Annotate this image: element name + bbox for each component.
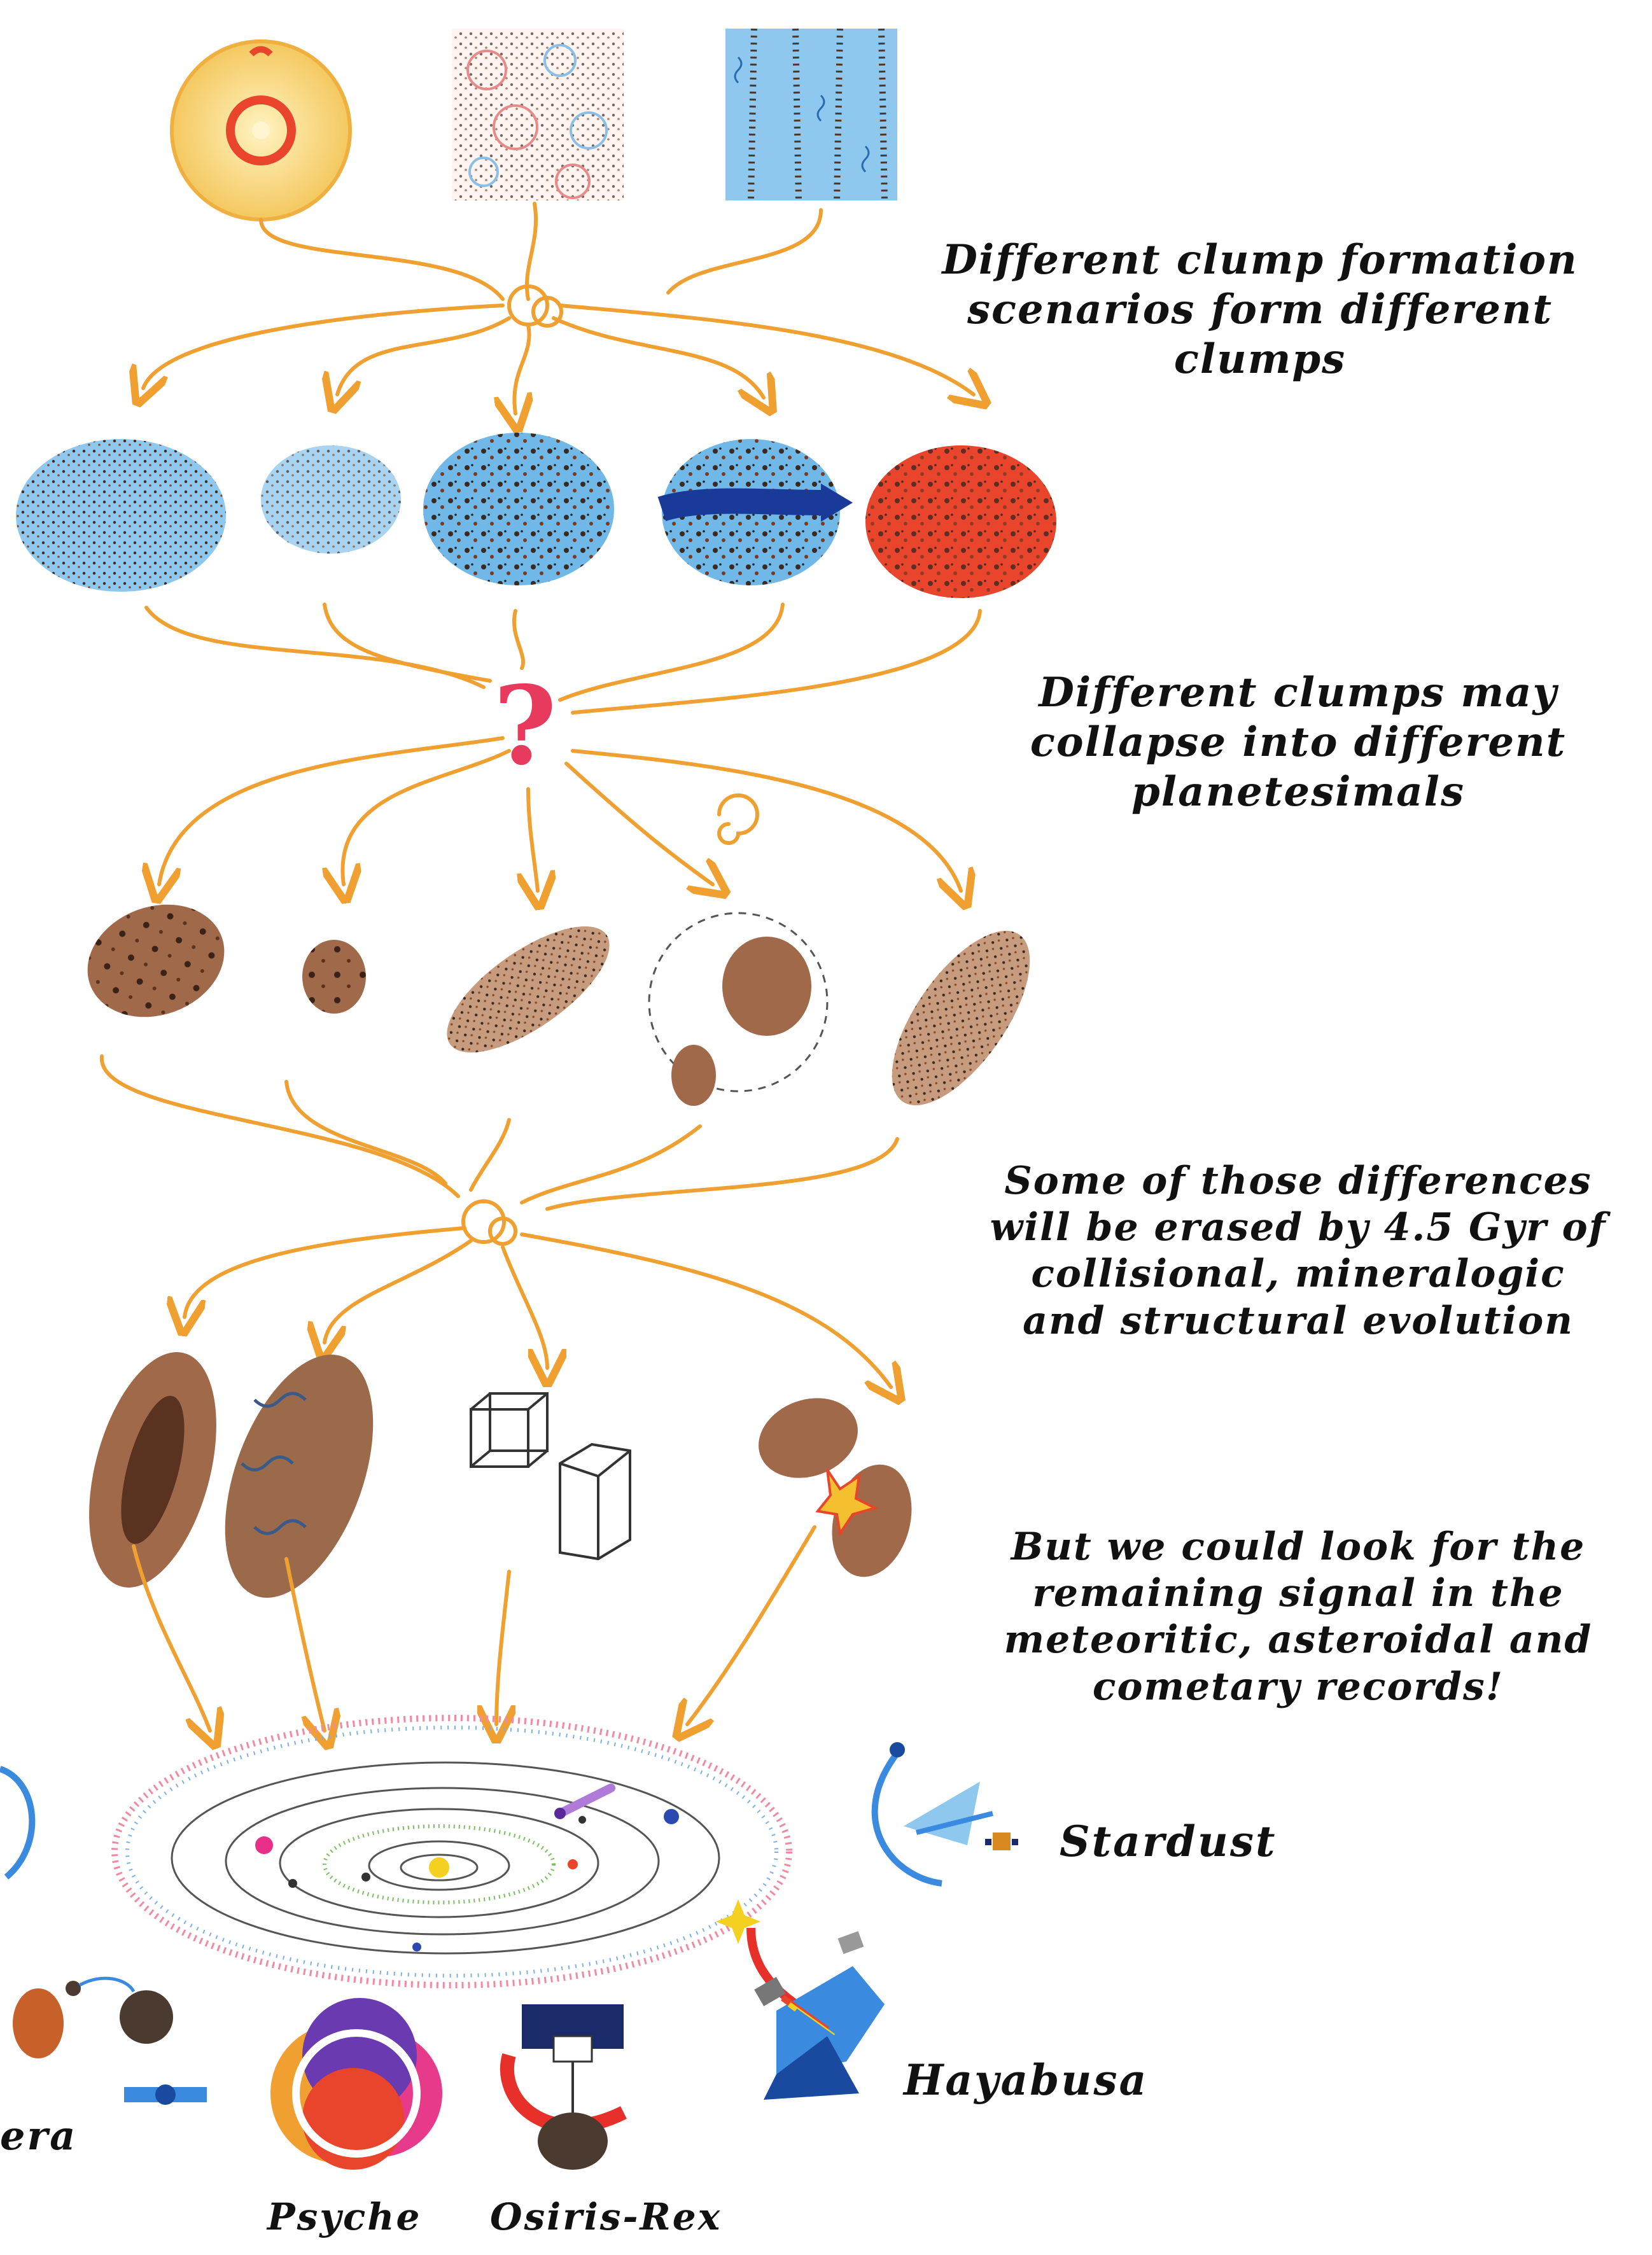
planetesimal-3 bbox=[428, 904, 629, 1075]
caption-line: scenarios form different bbox=[904, 285, 1616, 335]
clump-5 bbox=[865, 445, 1056, 598]
evolved-body-1 bbox=[66, 1338, 239, 1602]
caption-line: will be erased by 4.5 Gyr of bbox=[967, 1204, 1629, 1251]
clump-4 bbox=[662, 439, 853, 585]
psyche-illustration bbox=[270, 1998, 442, 2170]
planetesimal-binary bbox=[649, 913, 827, 1106]
caption-line: But we could look for the bbox=[967, 1524, 1629, 1570]
arrows-planetesimals-to-evolved bbox=[102, 1056, 897, 1387]
caption-line: clumps bbox=[904, 335, 1616, 384]
solar-system bbox=[115, 1718, 789, 1985]
caption-line: collapse into different bbox=[993, 718, 1604, 767]
label-hayabusa: Hayabusa bbox=[904, 2055, 1148, 2105]
mineral-crystal-cube bbox=[471, 1393, 547, 1467]
planetesimal-2 bbox=[302, 940, 366, 1014]
caption-line: collisional, mineralogic bbox=[967, 1251, 1629, 1297]
hayabusa-illustration bbox=[716, 1899, 885, 2100]
caption-line: meteoritic, asteroidal and bbox=[967, 1617, 1629, 1663]
caption-line: cometary records! bbox=[967, 1664, 1629, 1710]
caption-line: Different clump formation bbox=[904, 235, 1616, 285]
caption-line: and structural evolution bbox=[967, 1298, 1629, 1344]
scenario-disk-panel bbox=[172, 41, 350, 220]
caption-line: planetesimals bbox=[993, 767, 1604, 817]
planetesimal-5 bbox=[866, 909, 1056, 1127]
caption-evolution: Some of those differences will be erased… bbox=[967, 1158, 1629, 1344]
caption-clump-collapse: Different clumps may collapse into diffe… bbox=[993, 668, 1604, 817]
scenario-streaming-panel bbox=[725, 29, 897, 200]
evolved-body-2 bbox=[196, 1335, 403, 1617]
arrows-scenarios-to-clumps bbox=[143, 204, 974, 414]
caption-line: Different clumps may bbox=[993, 668, 1604, 718]
collision-bodies bbox=[747, 1385, 923, 1586]
caption-line: remaining signal in the bbox=[967, 1570, 1629, 1617]
clump-1 bbox=[16, 439, 226, 592]
stardust-illustration bbox=[875, 1742, 1018, 1883]
question-mark: ? bbox=[493, 662, 557, 790]
label-hera: era bbox=[0, 2112, 77, 2159]
arrows-clumps-to-question bbox=[146, 604, 980, 891]
caption-remaining-signal: But we could look for the remaining sign… bbox=[967, 1524, 1629, 1710]
caption-line: Some of those differences bbox=[967, 1158, 1629, 1204]
label-psyche: Psyche bbox=[267, 2195, 421, 2238]
caption-clump-formation: Different clump formation scenarios form… bbox=[904, 235, 1616, 384]
planetesimal-1 bbox=[72, 886, 241, 1036]
clump-3 bbox=[423, 433, 614, 585]
mineral-crystal-hexagonal bbox=[560, 1444, 630, 1559]
label-osiris-rex: Osiris-Rex bbox=[490, 2195, 722, 2238]
hera-illustration bbox=[0, 1769, 207, 2105]
scenario-turbulence-panel bbox=[452, 29, 624, 200]
clump-2 bbox=[261, 445, 401, 554]
osiris-rex-illustration bbox=[507, 2004, 624, 2170]
label-stardust: Stardust bbox=[1060, 1817, 1277, 1866]
